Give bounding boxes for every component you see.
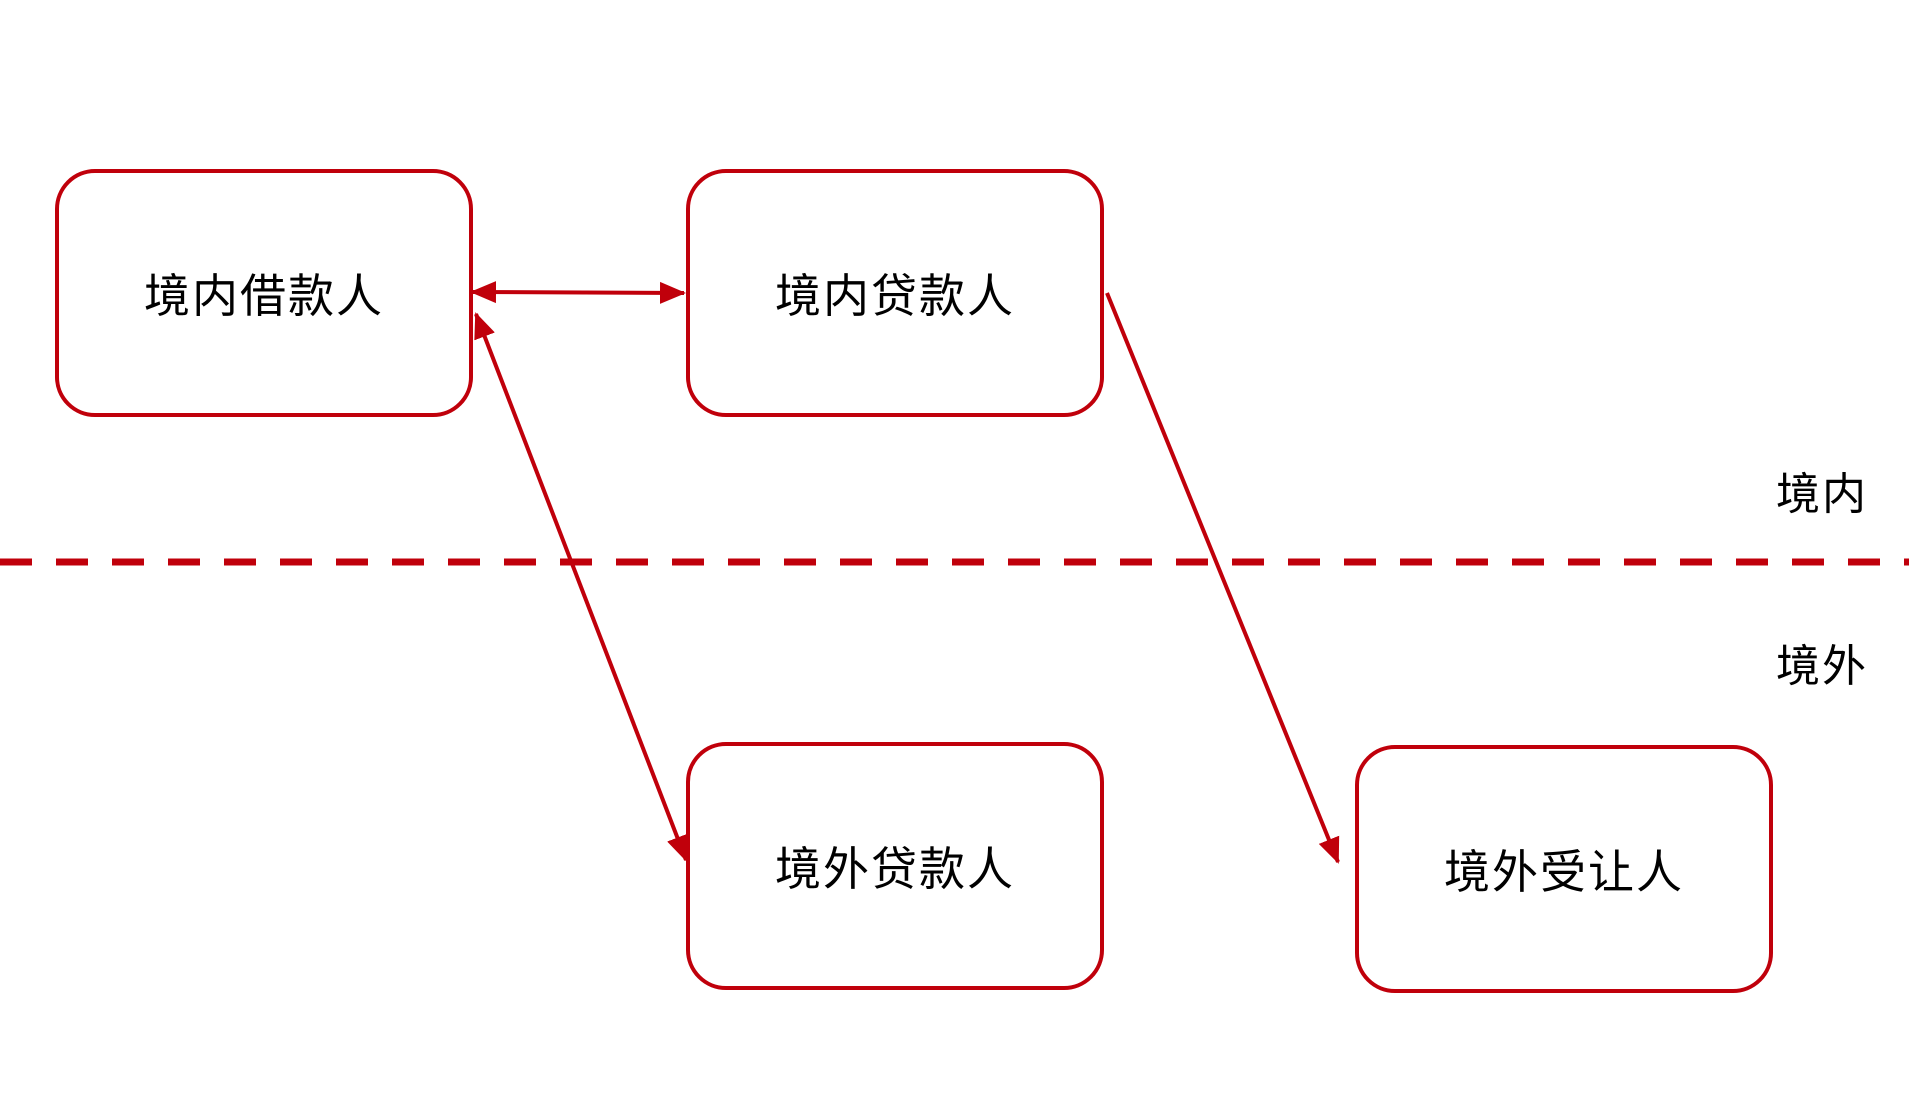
node-label-domestic-borrower: 境内借款人: [144, 269, 384, 323]
node-foreign-assignee: 境外受让人: [1355, 745, 1773, 993]
edge-domestic-lender-foreign-assignee: [1105, 292, 1340, 864]
region-label-foreign: 境外: [1776, 641, 1868, 692]
edge-borrower-domestic-lender: [470, 281, 686, 304]
node-foreign-lender: 境外贷款人: [686, 742, 1104, 990]
node-label-domestic-lender: 境内贷款人: [775, 269, 1015, 323]
node-label-foreign-assignee: 境外受让人: [1444, 845, 1684, 899]
region-label-domestic: 境内: [1776, 469, 1868, 520]
node-domestic-borrower: 境内借款人: [55, 169, 473, 417]
edge-borrower-foreign-lender: [474, 312, 688, 862]
node-domestic-lender: 境内贷款人: [686, 169, 1104, 417]
node-label-foreign-lender: 境外贷款人: [775, 842, 1015, 896]
